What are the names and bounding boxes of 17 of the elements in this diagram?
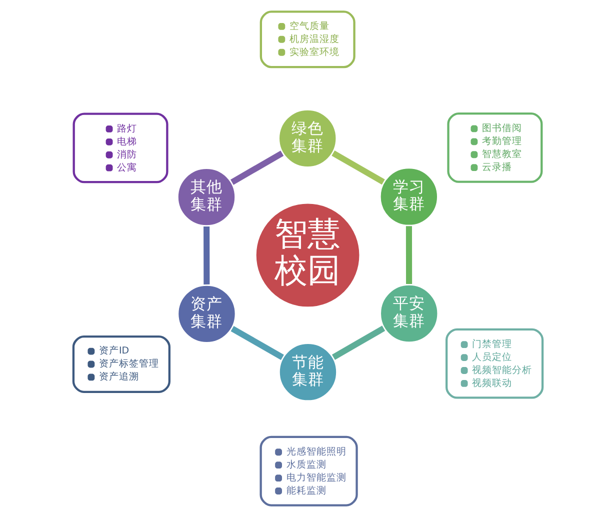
connector <box>230 326 284 360</box>
node-circle: 智慧校园 <box>253 201 362 310</box>
node-box: 空气质量 机房温湿度 实验室环境 <box>259 10 355 68</box>
connector <box>405 226 412 284</box>
node-circle: 其他集群 <box>175 166 237 228</box>
connector <box>331 326 385 360</box>
node-box: 门禁管理 人员定位 视频智能分析 视频联动 <box>445 328 544 399</box>
node-circle: 节能集群 <box>276 341 338 403</box>
node-box: 资产ID 资产标签管理 资产追溯 <box>72 336 170 393</box>
node-circle: 学习集群 <box>378 166 440 228</box>
connector <box>230 150 284 185</box>
node-circle: 资产集群 <box>176 283 237 345</box>
connector <box>331 150 384 185</box>
node-box: 光感智能照明 水质监测 电力智能监测 能耗监测 <box>259 436 358 506</box>
connector <box>203 226 210 284</box>
node-box: 图书借阅 考勤管理 智慧教室 云录播 <box>446 112 542 183</box>
node-box: 路灯 电梯 消防 公寓 <box>72 112 168 184</box>
